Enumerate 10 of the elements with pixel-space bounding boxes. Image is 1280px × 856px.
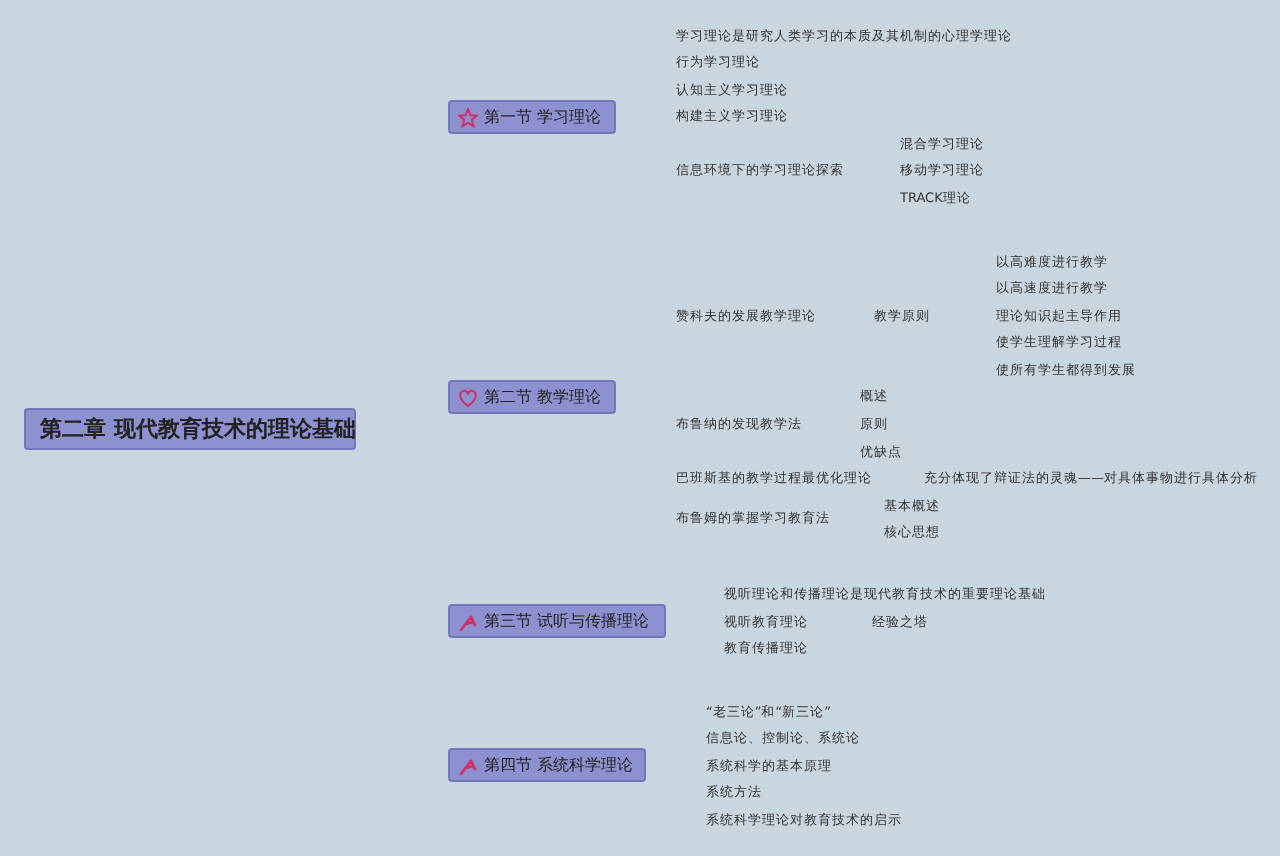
section-title: 第一节 学习理论	[484, 106, 602, 128]
section-box	[448, 100, 616, 134]
section-box	[448, 380, 616, 414]
topic-box	[24, 408, 356, 450]
section-title: 第四节 系统科学理论	[484, 754, 634, 776]
section-title: 第二节 教学理论	[484, 386, 602, 408]
section-box	[448, 604, 666, 638]
section-title: 第三节 试听与传播理论	[484, 610, 650, 632]
section-box	[448, 748, 646, 782]
topic-title: 第二章 现代教育技术的理论基础	[40, 414, 356, 444]
